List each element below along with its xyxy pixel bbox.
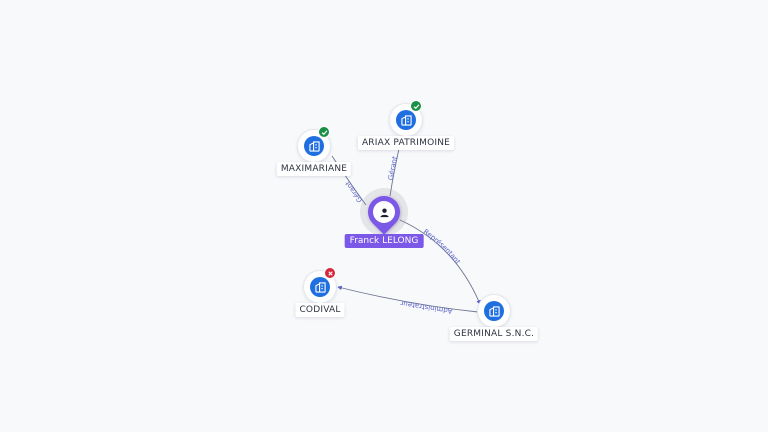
building-icon [304, 136, 324, 156]
edge-codival [337, 285, 479, 313]
company-name: ARIAX PATRIMOINE [357, 136, 455, 150]
building-icon [396, 110, 416, 130]
edge-label-codival: Administrateur [400, 299, 453, 315]
company-name: GERMINAL S.N.C. [449, 327, 539, 341]
edge-label-ariax-patrimoine: Gérant [387, 155, 400, 180]
edge-label-maximariane: Gérant [344, 179, 365, 204]
person-icon [373, 201, 395, 223]
status-active-badge [410, 100, 422, 112]
status-active-badge [318, 126, 330, 138]
check-icon [321, 129, 327, 135]
company-name: CODIVAL [295, 303, 345, 317]
building-icon [310, 277, 330, 297]
building-icon [484, 301, 504, 321]
edge-maximariane [331, 155, 367, 206]
check-icon [413, 103, 419, 109]
cross-icon [327, 270, 333, 276]
edge-label-germinal: Représentant [422, 228, 462, 266]
edge-germinal [399, 219, 481, 305]
status-closed-badge [324, 267, 336, 279]
person-name: Franck LELONG [344, 234, 424, 248]
company-name: MAXIMARIANE [276, 162, 352, 176]
